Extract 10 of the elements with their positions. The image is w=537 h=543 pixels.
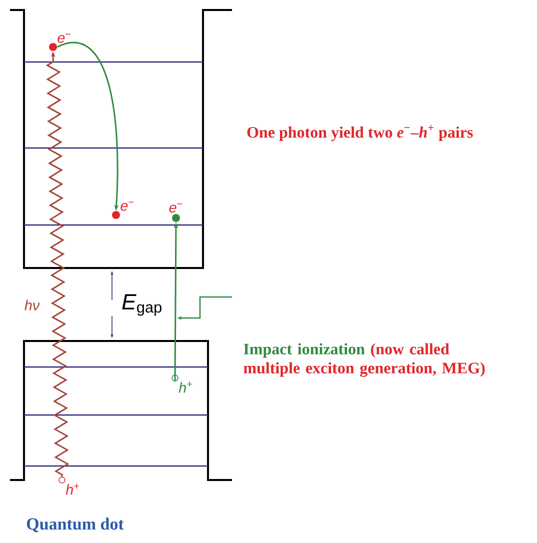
edge-label: hν — [24, 300, 40, 310]
node-label: e$^{−}$ — [58, 34, 71, 43]
caption: Impact ionization (now called multiple exciton generation, MEG) — [244, 343, 485, 377]
caption: One photon yield two e$^{−}$–h$^{+}$ pairs — [247, 124, 473, 142]
title: Quantum dot — [26, 518, 124, 532]
gap-label: E$_{gap}$ — [122, 294, 162, 316]
node-label: h$^{+}$ — [178, 382, 192, 393]
node-label: h$^{+}$ — [66, 484, 79, 495]
node-label: e$^{−}$ — [169, 204, 182, 213]
node-label: e$^{−}$ — [120, 202, 134, 211]
